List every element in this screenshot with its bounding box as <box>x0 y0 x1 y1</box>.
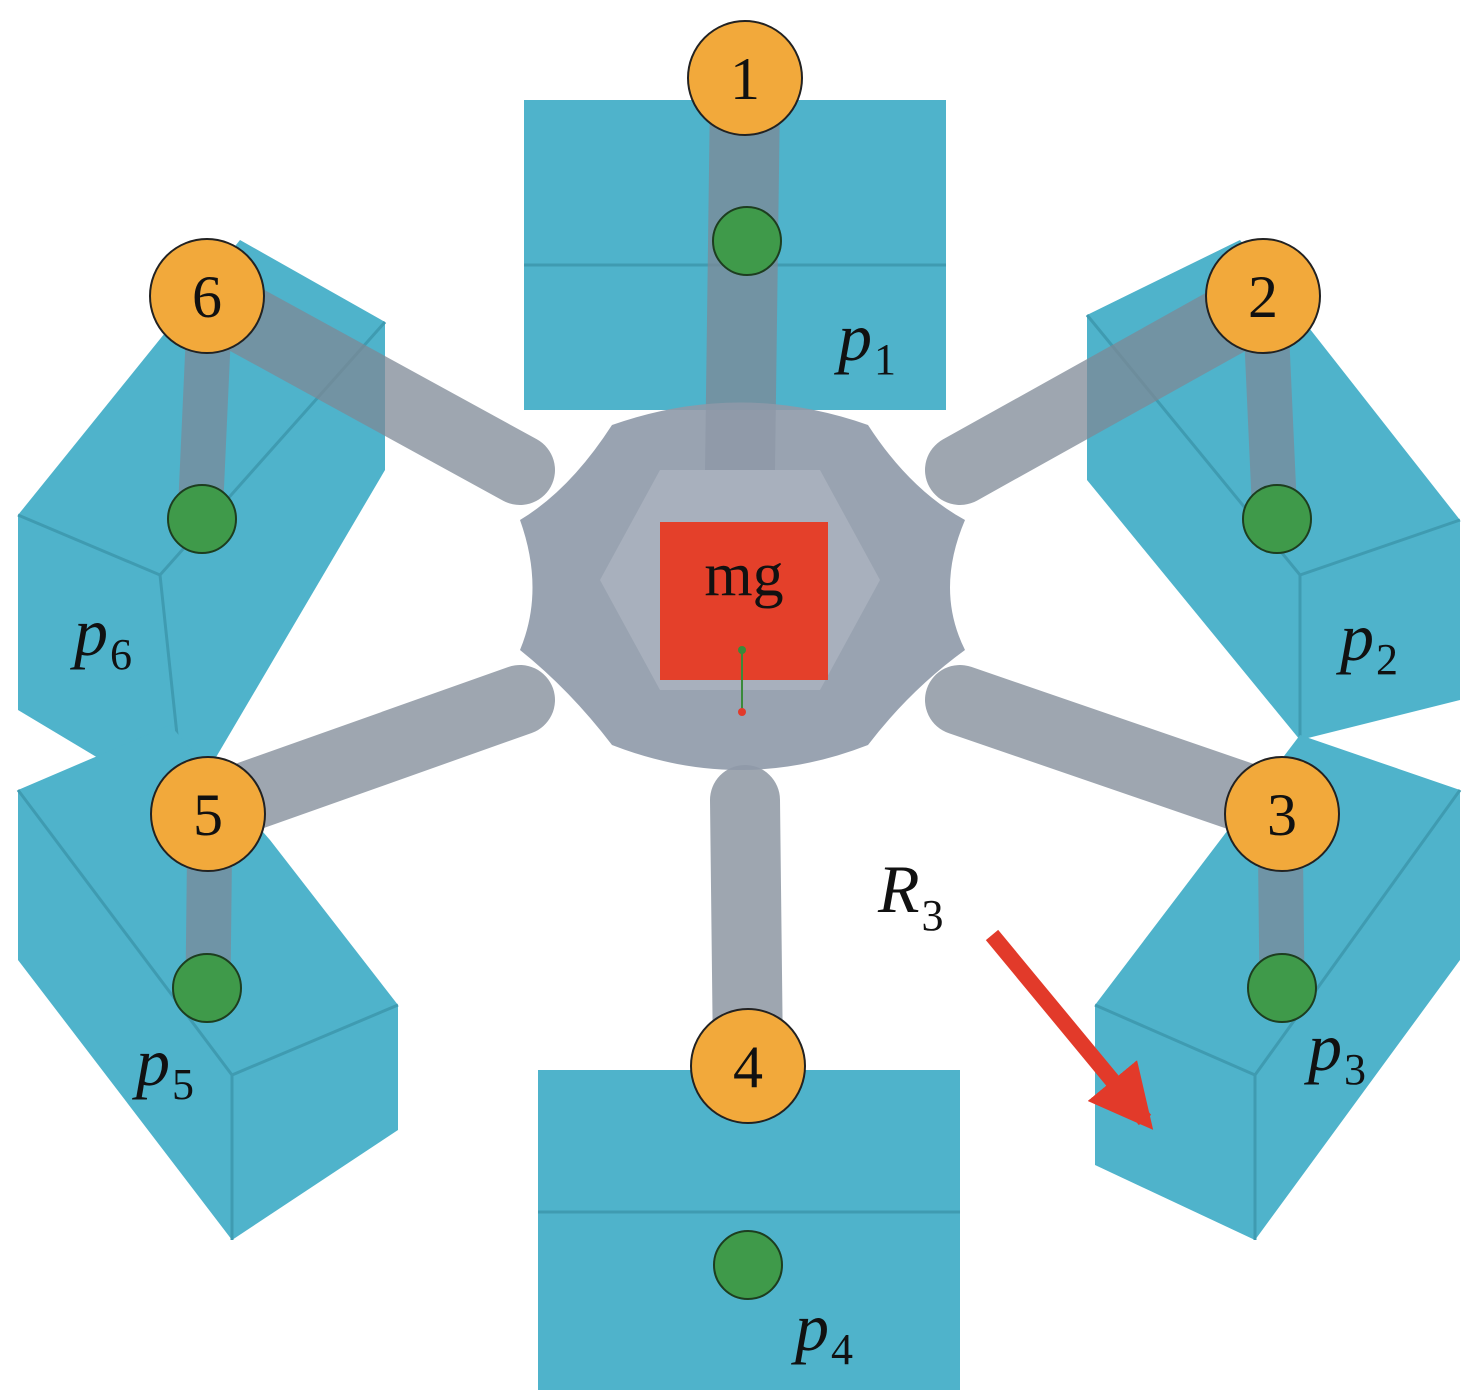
weight-box: mg <box>660 522 828 716</box>
point-label-2: p2 <box>1336 599 1398 684</box>
force-label: R3 <box>877 851 944 940</box>
leg-marker-2: 2 <box>1205 238 1321 354</box>
svg-text:6: 6 <box>192 264 222 330</box>
svg-text:3: 3 <box>1267 782 1297 848</box>
leg-marker-5: 5 <box>150 756 266 872</box>
leg-marker-6: 6 <box>149 238 265 354</box>
svg-text:5: 5 <box>193 782 223 848</box>
leg-marker-1: 1 <box>687 20 803 136</box>
foot-point-1 <box>712 206 782 276</box>
foot-point-5 <box>172 953 242 1023</box>
point-label-4: p4 <box>791 1289 853 1374</box>
leg-marker-4: 4 <box>690 1008 806 1124</box>
svg-text:4: 4 <box>733 1034 763 1100</box>
foot-point-3 <box>1247 953 1317 1023</box>
svg-text:2: 2 <box>1248 264 1278 330</box>
foot-point-4b <box>713 1230 783 1300</box>
point-label-5: p5 <box>132 1024 194 1109</box>
point-label-6: p6 <box>70 594 132 679</box>
foot-point-2 <box>1242 484 1312 554</box>
svg-text:1: 1 <box>730 46 760 112</box>
reaction-force-arrow <box>985 929 1154 1130</box>
foot-point-6 <box>167 484 237 554</box>
weight-label: mg <box>704 541 783 609</box>
leg-marker-3: 3 <box>1224 756 1340 872</box>
point-label-1: p1 <box>834 299 896 384</box>
point-label-3: p3 <box>1304 1009 1366 1094</box>
